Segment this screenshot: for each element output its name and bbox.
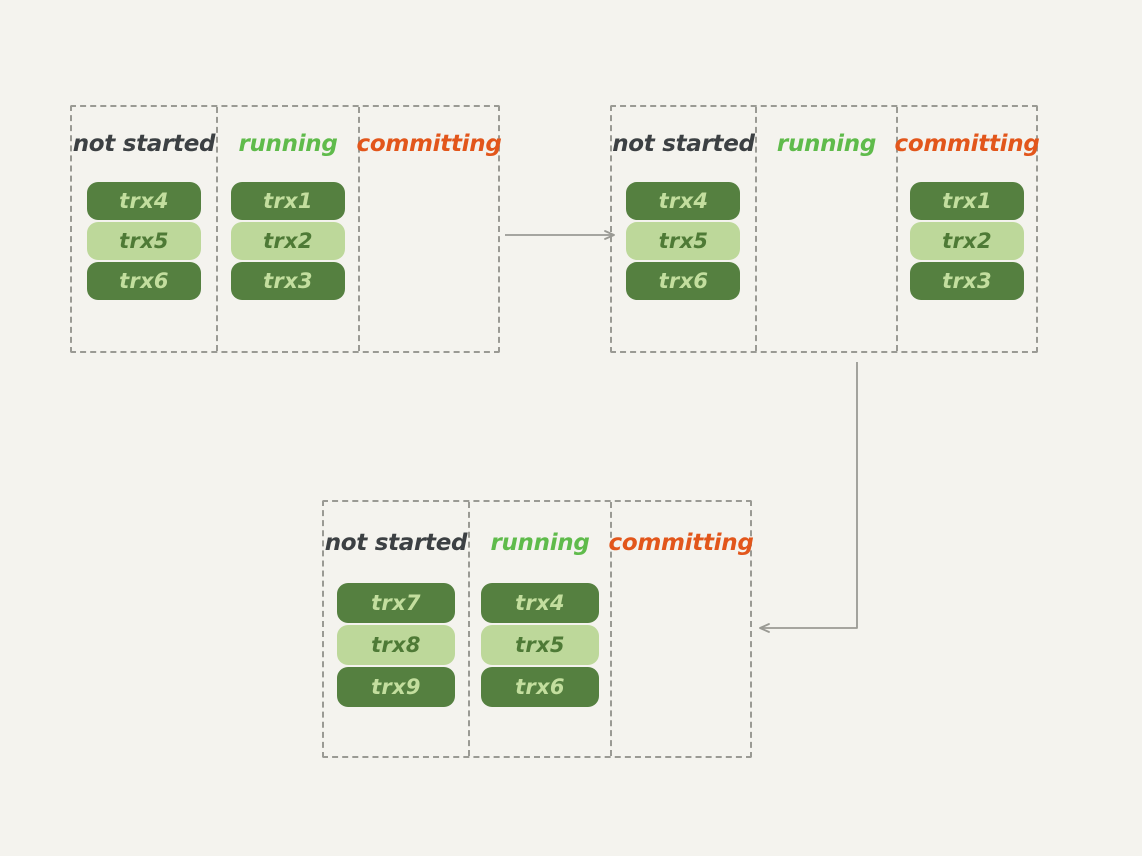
transaction-pill[interactable]: trx4 (86, 182, 201, 220)
transaction-pill[interactable]: trx6 (86, 262, 201, 300)
column-label-not-started: not started (612, 131, 755, 157)
column-label-running: running (776, 131, 877, 157)
transaction-pill[interactable]: trx8 (336, 625, 455, 665)
transaction-pill[interactable]: trx2 (910, 222, 1024, 260)
transaction-pill[interactable]: trx5 (626, 222, 741, 260)
column-label-committing: committing (894, 131, 1040, 157)
state-panel-1: not started trx4 trx5 trx6 running trx1 … (70, 105, 502, 353)
panel-2-not-started-stack: trx4 trx5 trx6 (626, 182, 741, 300)
panel-1-column-committing: committing (357, 107, 502, 351)
panel-1-column-not-started: not started trx4 trx5 trx6 (72, 107, 216, 351)
transaction-pill[interactable]: trx6 (480, 667, 599, 707)
transaction-pill[interactable]: trx1 (910, 182, 1024, 220)
column-label-committing: committing (356, 131, 502, 157)
state-panel-2: not started trx4 trx5 trx6 running commi… (610, 105, 1040, 353)
transaction-pill[interactable]: trx7 (336, 583, 455, 623)
panel-1-column-running: running trx1 trx2 trx3 (215, 107, 358, 351)
connector-panel2-to-panel3 (759, 362, 858, 633)
column-label-not-started: not started (324, 530, 468, 556)
panel-3-column-not-started: not started trx7 trx8 trx9 (324, 502, 468, 756)
column-label-committing: committing (608, 530, 754, 556)
panel-3-column-committing: committing (609, 502, 754, 756)
panel-2-column-running: running (754, 107, 896, 351)
transaction-pill[interactable]: trx2 (230, 222, 345, 260)
panel-3-column-running: running trx4 trx5 trx6 (467, 502, 610, 756)
state-panel-3: not started trx7 trx8 trx9 running trx4 … (322, 500, 754, 758)
transaction-pill[interactable]: trx3 (230, 262, 345, 300)
transaction-pill[interactable]: trx4 (480, 583, 599, 623)
panel-2-column-not-started: not started trx4 trx5 trx6 (612, 107, 755, 351)
transaction-pill[interactable]: trx1 (230, 182, 345, 220)
panel-2-column-committing: committing trx1 trx2 trx3 (895, 107, 1040, 351)
transaction-pill[interactable]: trx6 (626, 262, 741, 300)
panel-3-running-stack: trx4 trx5 trx6 (480, 583, 599, 707)
panel-3-not-started-stack: trx7 trx8 trx9 (336, 583, 455, 707)
column-label-not-started: not started (72, 131, 216, 157)
transaction-pill[interactable]: trx5 (86, 222, 201, 260)
panel-1-running-stack: trx1 trx2 trx3 (230, 182, 345, 300)
transaction-pill[interactable]: trx3 (910, 262, 1024, 300)
transaction-pill[interactable]: trx5 (480, 625, 599, 665)
column-label-running: running (238, 131, 338, 157)
transaction-pill[interactable]: trx9 (336, 667, 455, 707)
panel-2-committing-stack: trx1 trx2 trx3 (910, 182, 1024, 300)
panel-1-not-started-stack: trx4 trx5 trx6 (86, 182, 201, 300)
transaction-pill[interactable]: trx4 (626, 182, 741, 220)
column-label-running: running (490, 530, 590, 556)
